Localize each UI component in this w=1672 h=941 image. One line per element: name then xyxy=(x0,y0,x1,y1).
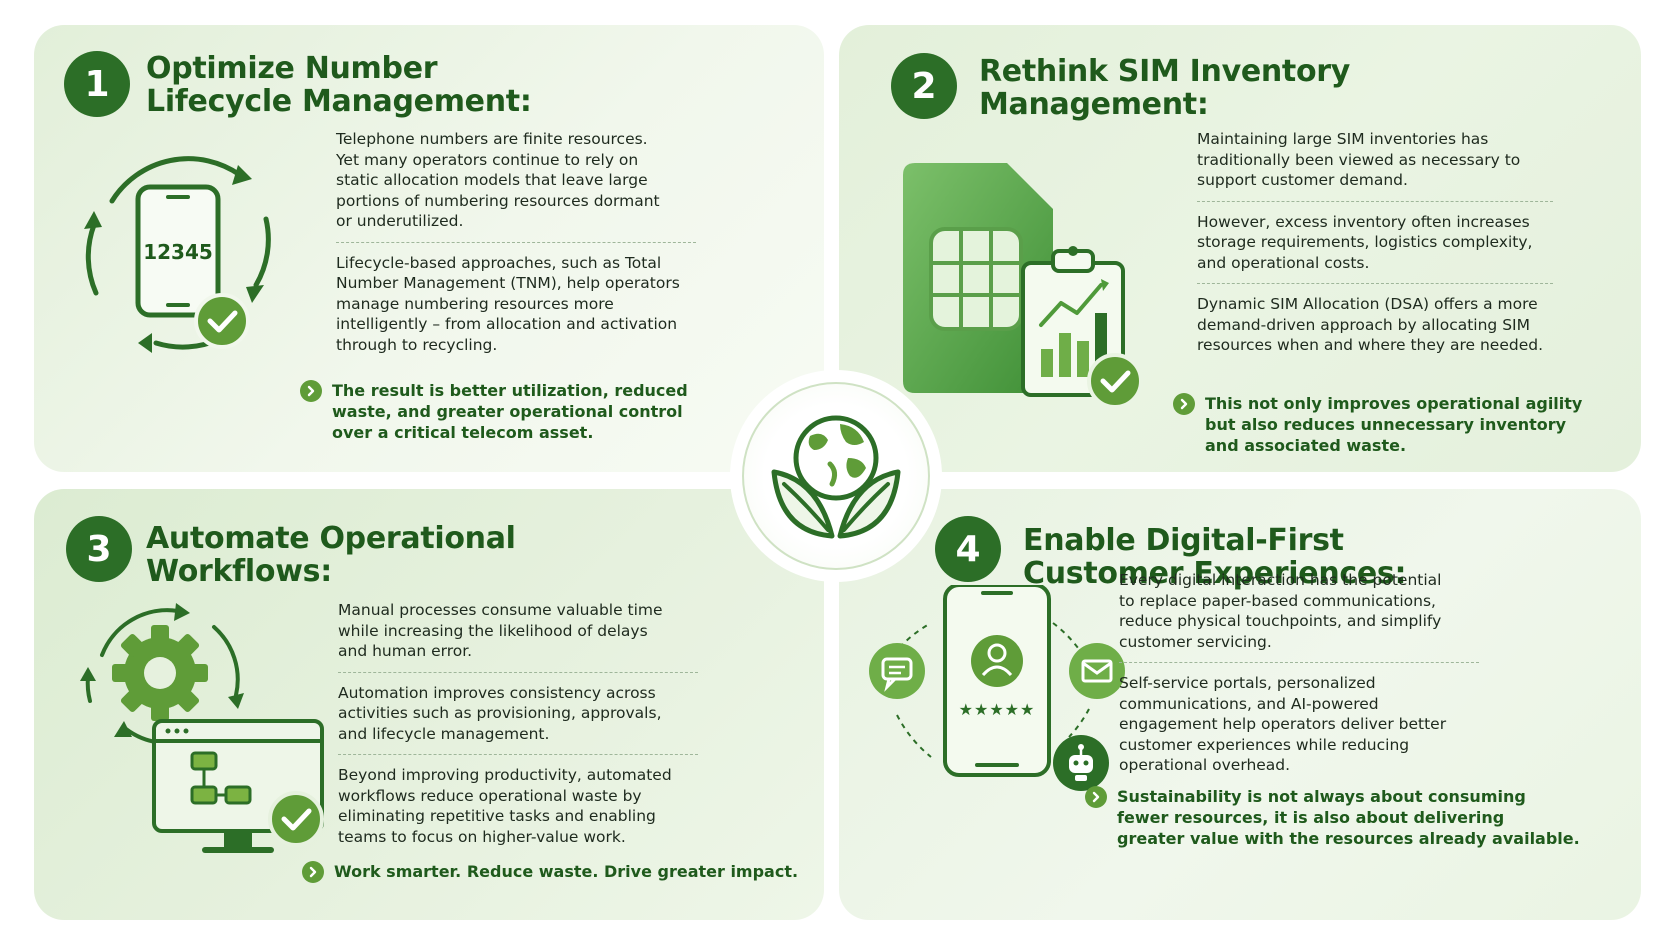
highlight-line: but also reduces unnecessary inventory xyxy=(1205,415,1567,434)
section-paragraph: However, excess inventory often increase… xyxy=(1197,200,1553,284)
paragraph-line: However, excess inventory often increase… xyxy=(1197,212,1530,231)
section-card-1: 1 Optimize Number Lifecycle Management: … xyxy=(34,25,824,472)
highlight-line: Work smarter. Reduce waste. Drive greate… xyxy=(334,862,799,881)
section-paragraph: Automation improves consistency across a… xyxy=(338,671,698,755)
paragraph-line: operational overhead. xyxy=(1119,756,1291,774)
paragraph-line: communications, and AI-powered xyxy=(1119,694,1379,713)
paragraph-line: eliminating repetitive tasks and enablin… xyxy=(338,807,656,825)
section-paragraph: Beyond improving productivity, automated… xyxy=(338,754,698,857)
section-title: Automate Operational Workflows: xyxy=(146,522,516,588)
center-emblem xyxy=(730,370,942,582)
paragraph-line: traditionally been viewed as necessary t… xyxy=(1197,150,1521,169)
highlight-line: fewer resources, it is also about delive… xyxy=(1117,808,1505,827)
section-paragraph: Telephone numbers are finite resources. … xyxy=(336,129,696,242)
paragraph-line: Every digital interaction has the potent… xyxy=(1119,571,1442,589)
paragraph-line: customer experiences while reducing xyxy=(1119,735,1410,754)
paragraph-line: and human error. xyxy=(338,642,473,660)
highlight-line: This not only improves operational agili… xyxy=(1205,394,1583,413)
paragraph-line: customer servicing. xyxy=(1119,632,1272,651)
paragraph-line: Telephone numbers are finite resources. xyxy=(336,130,648,148)
section-card-3: 3 Automate Operational Workflows: xyxy=(34,489,824,920)
paragraph-line: manage numbering resources more xyxy=(336,294,614,313)
chevron-right-icon xyxy=(300,380,322,402)
paragraph-line: while increasing the likelihood of delay… xyxy=(338,621,648,640)
section-paragraph: Maintaining large SIM inventories has tr… xyxy=(1197,129,1553,201)
paragraph-line: to replace paper-based communications, xyxy=(1119,591,1436,610)
section-highlight: This not only improves operational agili… xyxy=(1173,393,1603,456)
paragraph-line: storage requirements, logistics complexi… xyxy=(1197,233,1533,251)
highlight-line: Sustainability is not always about consu… xyxy=(1117,787,1526,806)
section-title: Optimize Number Lifecycle Management: xyxy=(146,52,532,118)
paragraph-line: resources when and where they are needed… xyxy=(1197,336,1544,354)
section-title-line: Workflows: xyxy=(146,554,332,589)
gear-workflow-monitor-icon xyxy=(80,603,324,853)
phone-number-label: 12345 xyxy=(143,240,213,264)
paragraph-line: and lifecycle management. xyxy=(338,724,550,743)
paragraph-line: or underutilized. xyxy=(336,212,464,230)
section-card-2: 2 Rethink SIM Inventory Management: xyxy=(839,25,1641,472)
section-title-line: Automate Operational xyxy=(146,521,516,556)
section-title: Rethink SIM Inventory Management: xyxy=(979,55,1350,121)
section-card-4: 4 Enable Digital-First Customer Experien… xyxy=(839,489,1641,920)
paragraph-line: reduce physical touchpoints, and simplif… xyxy=(1119,612,1442,630)
paragraph-line: Dynamic SIM Allocation (DSA) offers a mo… xyxy=(1197,295,1538,313)
section-number-badge: 4 xyxy=(935,516,1001,582)
globe-leaves-icon xyxy=(771,415,901,539)
section-title-line: Lifecycle Management: xyxy=(146,84,532,119)
section-body: Every digital interaction has the potent… xyxy=(1119,570,1479,786)
section-number-badge: 2 xyxy=(891,53,957,119)
section-paragraph: Manual processes consume valuable time w… xyxy=(338,600,698,672)
section-body: Telephone numbers are finite resources. … xyxy=(336,129,696,365)
star-rating: ★★★★★ xyxy=(959,700,1036,719)
section-body: Manual processes consume valuable time w… xyxy=(338,600,698,857)
section-number-badge: 3 xyxy=(66,516,132,582)
paragraph-line: support customer demand. xyxy=(1197,171,1408,189)
paragraph-line: intelligently – from allocation and acti… xyxy=(336,315,678,333)
paragraph-line: workflows reduce operational waste by xyxy=(338,786,642,805)
highlight-line: The result is better utilization, reduce… xyxy=(332,381,688,400)
section-paragraph: Dynamic SIM Allocation (DSA) offers a mo… xyxy=(1197,283,1553,366)
paragraph-line: teams to focus on higher-value work. xyxy=(338,827,626,846)
section-highlight: Sustainability is not always about consu… xyxy=(1085,786,1605,849)
sim-card-clipboard-icon xyxy=(903,163,1143,409)
paragraph-line: engagement help operators deliver better xyxy=(1119,715,1447,733)
phone-customer-experience-icon: ★★★★★ xyxy=(869,585,1125,791)
chevron-right-icon xyxy=(1085,786,1107,808)
section-body: Maintaining large SIM inventories has tr… xyxy=(1197,129,1553,366)
section-paragraph: Lifecycle-based approaches, such as Tota… xyxy=(336,241,696,366)
paragraph-line: Maintaining large SIM inventories has xyxy=(1197,130,1489,148)
paragraph-line: activities such as provisioning, approva… xyxy=(338,704,662,722)
section-paragraph: Every digital interaction has the potent… xyxy=(1119,570,1479,662)
chevron-right-icon xyxy=(1173,393,1195,415)
highlight-line: over a critical telecom asset. xyxy=(332,423,594,442)
section-title-line: Management: xyxy=(979,87,1209,122)
section-title: Enable Digital-First Customer Experience… xyxy=(1023,524,1406,590)
paragraph-line: Lifecycle-based approaches, such as Tota… xyxy=(336,253,662,272)
section-paragraph: Self-service portals, personalized commu… xyxy=(1119,662,1479,786)
paragraph-line: Number Management (TNM), help operators xyxy=(336,274,680,292)
paragraph-line: Yet many operators continue to rely on xyxy=(336,150,639,169)
paragraph-line: portions of numbering resources dormant xyxy=(336,191,660,210)
highlight-line: greater value with the resources already… xyxy=(1117,829,1580,848)
chevron-right-icon xyxy=(302,861,324,883)
highlight-line: waste, and greater operational control xyxy=(332,402,683,421)
paragraph-line: and operational costs. xyxy=(1197,253,1370,272)
paragraph-line: Manual processes consume valuable time xyxy=(338,601,663,619)
paragraph-line: Automation improves consistency across xyxy=(338,683,656,702)
paragraph-line: static allocation models that leave larg… xyxy=(336,171,648,189)
paragraph-line: demand-driven approach by allocating SIM xyxy=(1197,315,1530,334)
section-title-line: Optimize Number xyxy=(146,51,438,86)
section-highlight: The result is better utilization, reduce… xyxy=(300,380,730,443)
section-title-line: Rethink SIM Inventory xyxy=(979,54,1351,89)
phone-lifecycle-icon: 12345 xyxy=(84,156,271,353)
highlight-line: and associated waste. xyxy=(1205,436,1407,455)
paragraph-line: Self-service portals, personalized xyxy=(1119,674,1376,692)
section-highlight: Work smarter. Reduce waste. Drive greate… xyxy=(302,861,802,883)
section-title-line: Customer Experiences: xyxy=(1023,556,1407,591)
section-title-line: Enable Digital-First xyxy=(1023,523,1344,558)
section-number-badge: 1 xyxy=(64,51,130,117)
paragraph-line: through to recycling. xyxy=(336,335,498,354)
paragraph-line: Beyond improving productivity, automated xyxy=(338,766,672,784)
